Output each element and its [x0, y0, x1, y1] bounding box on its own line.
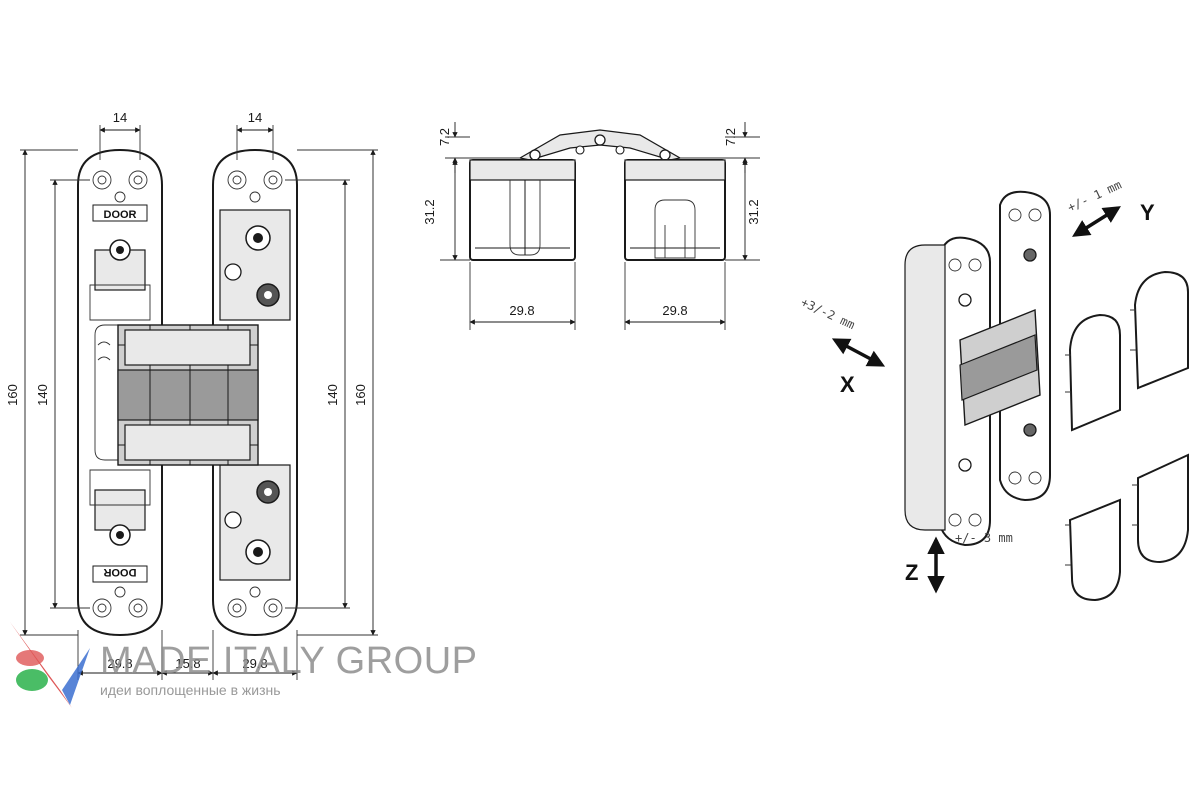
dim-label-31-2-left: 31.2 [422, 199, 437, 224]
dim-height-inner-right: 140 [285, 179, 350, 609]
cover-caps [1065, 270, 1189, 602]
dim-label-160-right: 160 [353, 384, 368, 406]
dim-label-7-2-right: 7.2 [723, 128, 738, 146]
dim-label-29-8-right: 29.8 [242, 656, 267, 671]
z-axis-label: Z [905, 560, 918, 585]
z-range-label: +/- 3 mm [955, 531, 1013, 545]
x-adjustment: X +3/-2 mm [799, 295, 886, 397]
dim-height-side-left: 31.2 [422, 159, 470, 261]
dim-height-inner-left: 140 [35, 179, 90, 609]
y-axis-label: Y [1140, 200, 1155, 225]
dim-offset-right: 7.2 [680, 122, 760, 173]
z-adjustment: Z +/- 3 mm [905, 531, 1013, 594]
watermark-title: MADE ITALY GROUP [100, 640, 478, 682]
dim-label-140-right: 140 [325, 384, 340, 406]
dim-label-29-8-side-right: 29.8 [662, 303, 687, 318]
dim-height-side-right: 31.2 [725, 159, 761, 261]
dim-height-outer-right: 160 [297, 149, 378, 636]
dim-height-outer-left: 160 [5, 149, 78, 636]
watermark-logo [10, 622, 90, 708]
dim-label-7-2-left: 7.2 [437, 128, 452, 146]
dim-width-side: 29.8 29.8 [469, 262, 726, 330]
dim-label-160-left: 160 [5, 384, 20, 406]
dim-label-15-8: 15.8 [175, 656, 200, 671]
isometric-view: Y +/- 1 mm X +3/-2 mm Z +/- 3 mm [799, 178, 1189, 602]
front-view: DOOR DOOR [5, 110, 378, 680]
x-range-label: +3/-2 mm [799, 295, 857, 332]
dim-bottom-widths: 29.8 15.8 29.8 [77, 630, 298, 680]
door-stamp-top: DOOR [104, 209, 137, 221]
dim-label-29-8-side-left: 29.8 [509, 303, 534, 318]
dim-label-29-8-left: 29.8 [107, 656, 132, 671]
x-axis-label: X [840, 372, 855, 397]
dim-label-140-left: 140 [35, 384, 50, 406]
dim-label-14-right: 14 [248, 110, 262, 125]
door-stamp-bottom: DOOR [103, 566, 136, 578]
hinge-knuckle [117, 324, 259, 466]
dim-label-14-left: 14 [113, 110, 127, 125]
watermark-subtitle: идеи воплощенные в жизнь [100, 682, 281, 698]
side-view: 7.2 31.2 7.2 31.2 [422, 122, 761, 330]
dim-top-width-left: 14 [99, 110, 141, 160]
y-adjustment: Y +/- 1 mm [1065, 178, 1155, 237]
dim-top-width-right: 14 [236, 110, 274, 160]
dim-label-31-2-right: 31.2 [746, 199, 761, 224]
